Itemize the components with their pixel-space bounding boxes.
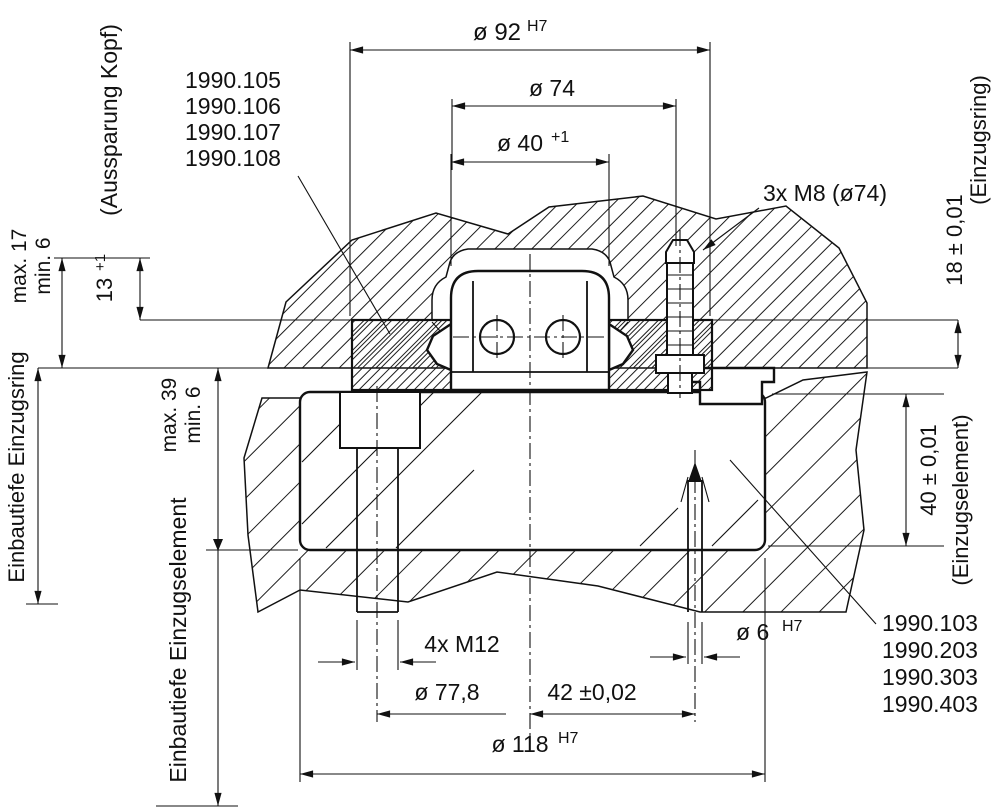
label-einbautiefe-einzugselement: Einbautiefe Einzugselement [165,497,191,783]
dimension-lines [26,42,962,807]
dim-label-max17: max. 17 [8,229,31,304]
dim-label-dia77-8: ø 77,8 [414,679,479,705]
dim-label-13-tolerance: +1 [92,254,109,271]
part-number-bottom: 1990.303 [882,664,978,690]
dim-label-dia6-tolerance: H7 [782,618,803,635]
dim-label-13: 13 [92,278,117,302]
dim-label-42: 42 ±0,02 [547,679,636,705]
dim-label-dia40-tolerance: +1 [551,129,569,146]
dim-label-dia118-tolerance: H7 [558,730,579,747]
part-number-top: 1990.106 [185,93,281,119]
part-number-top: 1990.108 [185,145,281,171]
dim-label-m8: 3x M8 (ø74) [763,180,887,206]
dim-label-dia6: ø 6 [736,619,769,645]
m12-counterbore [339,391,421,449]
dim-label-min6-top: min. 6 [32,237,55,294]
dim-label-m12: 4x M12 [424,631,499,657]
label-einzugselement: (Einzugselement) [948,414,973,585]
leader-part-numbers-bottom [729,459,877,625]
part-number-bottom: 1990.403 [882,691,978,717]
part-number-bottom: 1990.103 [882,610,978,636]
label-aussparung-kopf: (Aussparung Kopf) [96,24,122,216]
dim-label-dia74: ø 74 [529,75,575,101]
leader-part-numbers-top [297,175,391,335]
dim-label-max39: max. 39 [158,378,181,453]
centerlines [376,230,696,744]
dim-label-dia118: ø 118 [491,731,548,757]
dim-label-18: 18 ± 0,01 [942,194,967,286]
label-einzugsring: (Einzugsring) [966,75,991,205]
labels: ø 92 H7 ø 74 ø 40 +1 3x M8 (ø74) 1990.10… [4,18,991,783]
dim-label-dia92-tolerance: H7 [527,18,548,35]
einzugselement-body [298,390,767,613]
part-number-bottom: 1990.203 [882,637,978,663]
dim-label-min6-mid: min. 6 [182,386,205,443]
label-einbautiefe-einzugsring: Einbautiefe Einzugsring [4,351,29,582]
dim-label-13-group: 13 +1 [92,254,117,302]
dim-label-dia92: ø 92 [473,19,521,46]
part-number-top: 1990.107 [185,119,281,145]
dim-label-40: 40 ± 0,01 [916,424,941,516]
part-number-top: 1990.105 [185,67,281,93]
leader-m8 [702,207,760,251]
dim-label-dia40: ø 40 [497,130,543,156]
